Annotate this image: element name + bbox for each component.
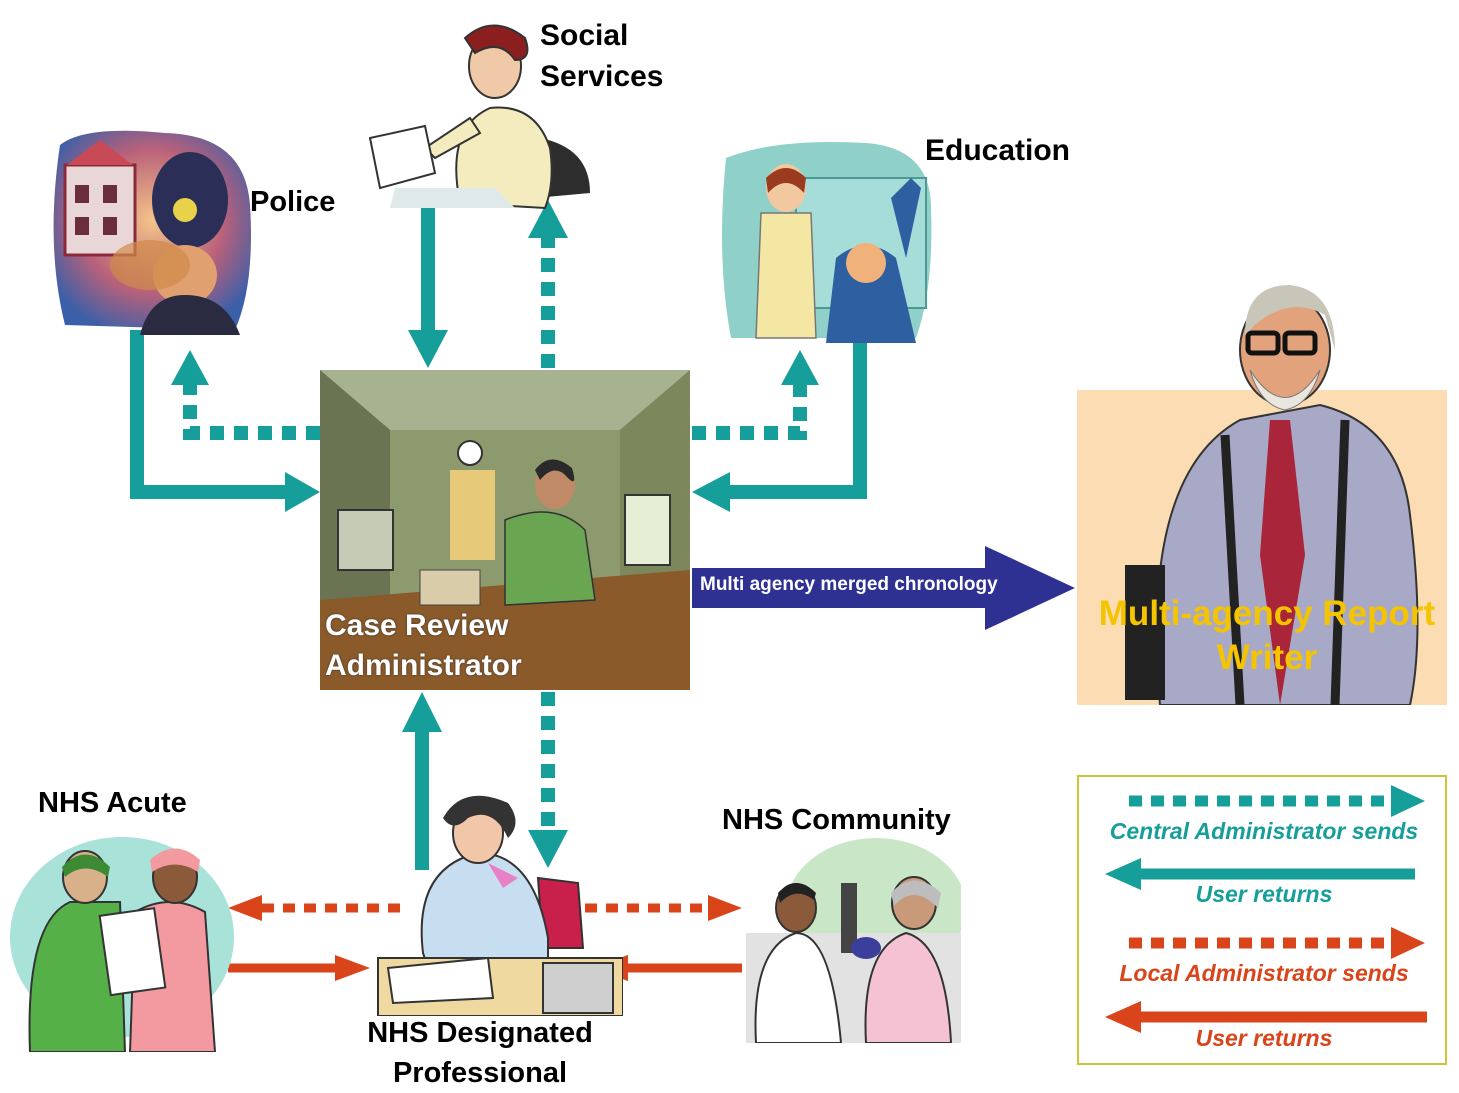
doctor-nurse-icon — [10, 837, 234, 1052]
education-return-arrow — [730, 340, 867, 499]
police-illustration — [45, 125, 255, 335]
nhs-community-illustration — [746, 838, 961, 1043]
legend-orange-solid-arrowhead — [1105, 1001, 1141, 1033]
police-return-arrowhead — [285, 472, 320, 512]
legend-orange-dotted-arrowhead — [1391, 927, 1425, 959]
legend-teal-dotted-arrowhead — [1391, 785, 1425, 817]
nhs-designated-illustration — [368, 788, 623, 1016]
office-administrator-icon — [320, 370, 690, 690]
nhs-designated-line-1: NHS Designated — [367, 1017, 593, 1049]
education-send-arrowhead — [781, 350, 819, 385]
report-writer-label: Multi-agency Report Writer — [1077, 592, 1457, 680]
legend-central-sends: Central Administrator sends — [1109, 818, 1419, 844]
social-services-line-1: Social — [540, 19, 629, 52]
nhs-designated-label: NHS Designated Professional — [330, 1013, 630, 1093]
social-services-illustration — [365, 8, 595, 213]
social-return-arrowhead — [408, 330, 448, 368]
legend-user-returns-orange: User returns — [1195, 1025, 1333, 1051]
bearded-professor-icon — [1125, 285, 1419, 705]
designated-return-arrowhead — [402, 692, 442, 732]
case-review-admin-label: Case Review Administrator — [325, 606, 522, 686]
legend-teal-solid-arrowhead — [1105, 858, 1141, 890]
case-review-line-1: Case Review — [325, 609, 509, 642]
chronology-label: Multi agency merged chronology — [700, 574, 998, 595]
designated-send-arrowhead — [528, 830, 568, 868]
report-writer-line-2: Writer — [1216, 638, 1318, 677]
report-writer-line-1: Multi-agency Report — [1098, 594, 1436, 633]
police-label: Police — [250, 186, 336, 218]
education-label: Education — [925, 134, 1071, 167]
social-services-label: Social Services — [540, 15, 663, 97]
case-review-admin-illustration: Case Review Administrator — [320, 370, 690, 690]
legend-arrows — [1105, 785, 1427, 1033]
education-return-arrowhead — [692, 472, 730, 512]
police-send-arrow — [183, 385, 320, 440]
police-officer-icon — [53, 130, 251, 335]
nhs-community-label: NHS Community — [722, 804, 951, 836]
police-send-arrowhead — [171, 350, 209, 385]
case-review-line-2: Administrator — [325, 649, 522, 682]
nhs-acute-label: NHS Acute — [38, 787, 187, 819]
police-return-arrow — [130, 330, 285, 499]
acute-return-arrowhead — [335, 955, 370, 981]
education-send-arrow — [692, 385, 807, 440]
chronology-arrow — [692, 546, 1075, 630]
social-send-arrowhead — [528, 200, 568, 238]
legend-local-sends: Local Administrator sends — [1119, 960, 1409, 986]
community-send-arrowhead — [708, 895, 742, 921]
nhs-designated-line-2: Professional — [392, 1057, 568, 1089]
social-services-line-2: Services — [540, 60, 664, 93]
receptionist-phone-icon — [377, 795, 623, 1016]
acute-send-arrowhead — [228, 895, 262, 921]
teacher-classroom-icon — [722, 142, 932, 343]
social-worker-icon — [368, 24, 590, 210]
legend-user-returns-teal: User returns — [1195, 881, 1333, 907]
nurse-patient-icon — [746, 838, 961, 1043]
legend-box: Central Administrator sends User returns… — [1077, 775, 1447, 1065]
education-illustration — [716, 138, 934, 343]
nhs-acute-illustration — [10, 832, 235, 1052]
